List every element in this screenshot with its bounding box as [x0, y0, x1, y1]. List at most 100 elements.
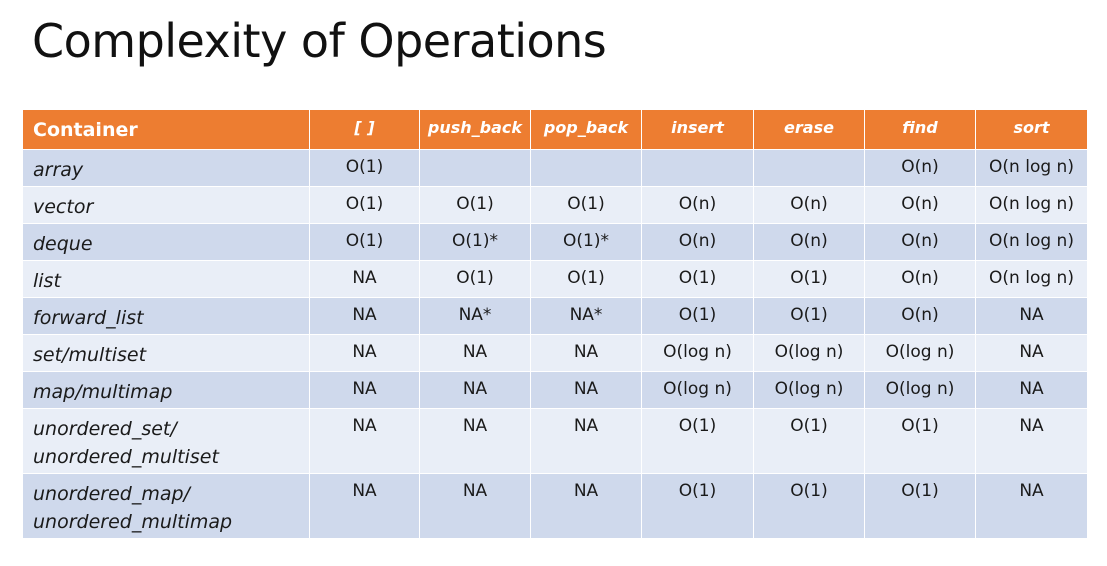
complexity-cell-sort: O(n log n) [975, 260, 1088, 298]
complexity-cell-subscript: NA [309, 297, 420, 335]
container-name: list [33, 270, 61, 292]
complexity-cell-pop-back: NA [530, 371, 642, 409]
complexity-cell-erase: O(log n) [753, 334, 865, 372]
complexity-cell-push-back: NA [419, 334, 531, 372]
complexity-cell-sort: NA [975, 473, 1088, 539]
complexity-cell-pop-back: NA [530, 334, 642, 372]
complexity-cell-push-back: O(1)* [419, 223, 531, 261]
container-name: set/multiset [33, 344, 147, 366]
container-name-cell: array [22, 149, 310, 187]
complexity-cell-erase: O(n) [753, 223, 865, 261]
container-name-cell: unordered_set/unordered_multiset [22, 408, 310, 474]
header-insert: insert [641, 109, 754, 150]
complexity-cell-push-back [419, 149, 531, 187]
container-name-cell: set/multiset [22, 334, 310, 372]
complexity-cell-erase: O(1) [753, 408, 865, 474]
container-name: unordered_map/ [33, 483, 190, 505]
complexity-cell-subscript: NA [309, 408, 420, 474]
complexity-cell-erase: O(log n) [753, 371, 865, 409]
complexity-cell-pop-back [530, 149, 642, 187]
complexity-cell-pop-back: NA* [530, 297, 642, 335]
complexity-cell-sort: NA [975, 297, 1088, 335]
container-name-cell: vector [22, 186, 310, 224]
complexity-cell-sort: O(n log n) [975, 149, 1088, 187]
header-subscript: [ ] [309, 109, 420, 150]
complexity-cell-insert: O(1) [641, 408, 754, 474]
complexity-cell-push-back: O(1) [419, 260, 531, 298]
header-pop-back: pop_back [530, 109, 642, 150]
complexity-cell-erase [753, 149, 865, 187]
complexity-cell-find: O(log n) [864, 334, 976, 372]
complexity-cell-subscript: NA [309, 473, 420, 539]
header-erase: erase [753, 109, 865, 150]
complexity-cell-insert: O(n) [641, 223, 754, 261]
complexity-cell-subscript: O(1) [309, 223, 420, 261]
complexity-cell-push-back: NA [419, 408, 531, 474]
complexity-cell-find: O(log n) [864, 371, 976, 409]
header-sort: sort [975, 109, 1088, 150]
complexity-cell-sort: NA [975, 334, 1088, 372]
complexity-cell-erase: O(1) [753, 473, 865, 539]
complexity-cell-insert [641, 149, 754, 187]
complexity-cell-push-back: NA [419, 473, 531, 539]
container-name: map/multimap [33, 381, 173, 403]
complexity-cell-push-back: NA [419, 371, 531, 409]
complexity-cell-sort: NA [975, 408, 1088, 474]
complexity-cell-find: O(n) [864, 260, 976, 298]
table-header-row: Container [ ] push_back pop_back insert … [22, 109, 1088, 150]
complexity-cell-sort: NA [975, 371, 1088, 409]
complexity-cell-find: O(1) [864, 473, 976, 539]
complexity-cell-find: O(n) [864, 297, 976, 335]
container-name: array [33, 159, 84, 181]
complexity-cell-find: O(1) [864, 408, 976, 474]
container-name-cell: map/multimap [22, 371, 310, 409]
complexity-cell-insert: O(1) [641, 297, 754, 335]
container-name: vector [33, 196, 94, 218]
complexity-cell-push-back: O(1) [419, 186, 531, 224]
complexity-cell-erase: O(1) [753, 297, 865, 335]
complexity-cell-push-back: NA* [419, 297, 531, 335]
container-name: deque [33, 233, 93, 255]
complexity-cell-insert: O(log n) [641, 371, 754, 409]
container-name: unordered_multiset [33, 446, 219, 468]
complexity-cell-sort: O(n log n) [975, 223, 1088, 261]
complexity-cell-erase: O(n) [753, 186, 865, 224]
complexity-cell-insert: O(n) [641, 186, 754, 224]
complexity-cell-pop-back: NA [530, 408, 642, 474]
header-push-back: push_back [419, 109, 531, 150]
container-name-cell: forward_list [22, 297, 310, 335]
header-find: find [864, 109, 976, 150]
complexity-cell-erase: O(1) [753, 260, 865, 298]
complexity-cell-pop-back: O(1) [530, 186, 642, 224]
complexity-cell-find: O(n) [864, 186, 976, 224]
container-name-cell: unordered_map/unordered_multimap [22, 473, 310, 539]
complexity-cell-pop-back: NA [530, 473, 642, 539]
complexity-cell-insert: O(1) [641, 473, 754, 539]
container-name-cell: list [22, 260, 310, 298]
complexity-cell-pop-back: O(1) [530, 260, 642, 298]
container-name: forward_list [33, 307, 144, 329]
complexity-table: Container [ ] push_back pop_back insert … [22, 109, 1088, 539]
complexity-cell-insert: O(log n) [641, 334, 754, 372]
complexity-cell-subscript: NA [309, 260, 420, 298]
complexity-cell-find: O(n) [864, 149, 976, 187]
container-name-cell: deque [22, 223, 310, 261]
complexity-cell-subscript: NA [309, 371, 420, 409]
complexity-cell-subscript: NA [309, 334, 420, 372]
container-name: unordered_multimap [33, 511, 233, 533]
container-name: unordered_set/ [33, 418, 177, 440]
complexity-cell-pop-back: O(1)* [530, 223, 642, 261]
complexity-cell-subscript: O(1) [309, 149, 420, 187]
complexity-cell-subscript: O(1) [309, 186, 420, 224]
table-row: array O(1) O(n)O(n log n) [22, 149, 1088, 187]
complexity-cell-insert: O(1) [641, 260, 754, 298]
